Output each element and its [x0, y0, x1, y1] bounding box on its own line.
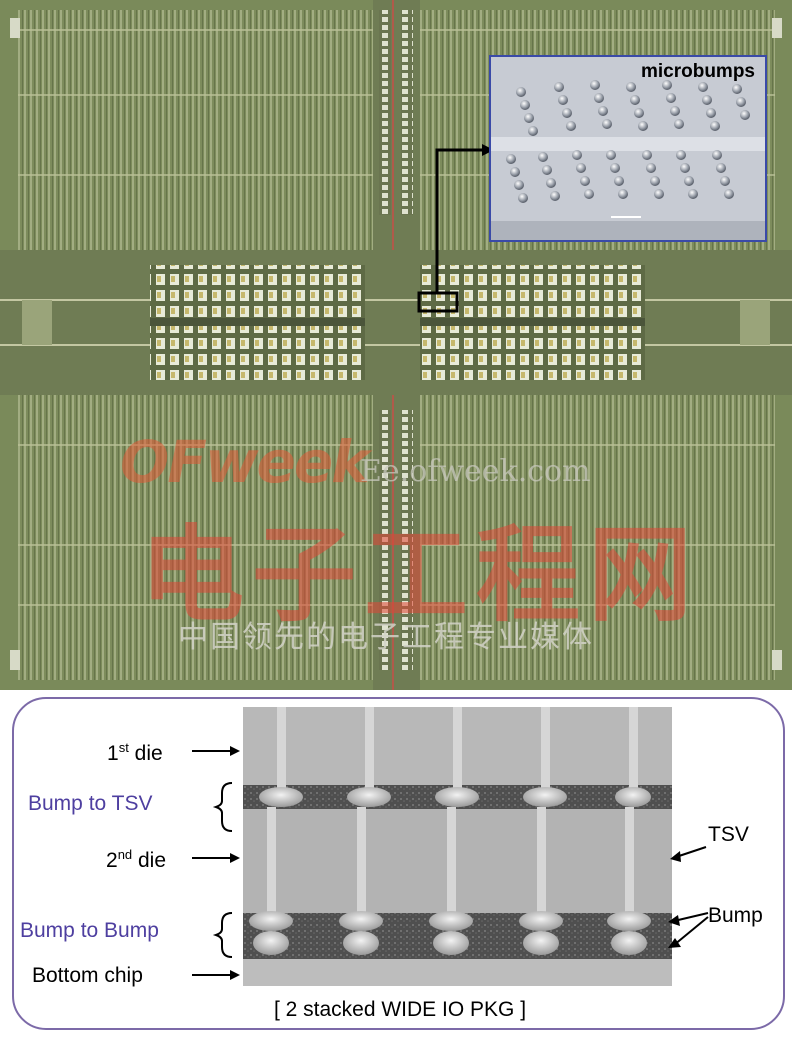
microbumps-sem-image — [491, 57, 765, 240]
watermark-cn-title: 电子工程网 — [140, 514, 701, 636]
label-second-die: 2nd die — [106, 847, 167, 872]
cross-section-sem-image — [243, 707, 672, 986]
diagram-caption: [ 2 stacked WIDE IO PKG ] — [273, 998, 527, 1021]
watermark-cn-subtitle: 中国领先的电子工程专业媒体 — [178, 620, 594, 655]
watermark-url: Ee.ofweek.com — [360, 454, 591, 489]
inset-title: microbumps — [640, 61, 755, 82]
annotation-arrows — [192, 746, 709, 980]
label-first-die: 1st die — [107, 740, 163, 765]
die-micrograph: microbumps OFweek Ee.ofweek.com 电子工程网 中国… — [0, 0, 792, 690]
label-bottom-chip: Bottom chip — [32, 964, 143, 987]
label-bump-to-bump: Bump to Bump — [20, 919, 159, 942]
label-bump-to-tsv: Bump to TSV — [28, 792, 153, 815]
label-bump: Bump — [708, 904, 763, 927]
watermark-logo: OFweek — [120, 428, 370, 496]
label-tsv: TSV — [708, 823, 749, 846]
microbumps-inset: microbumps — [489, 55, 767, 242]
